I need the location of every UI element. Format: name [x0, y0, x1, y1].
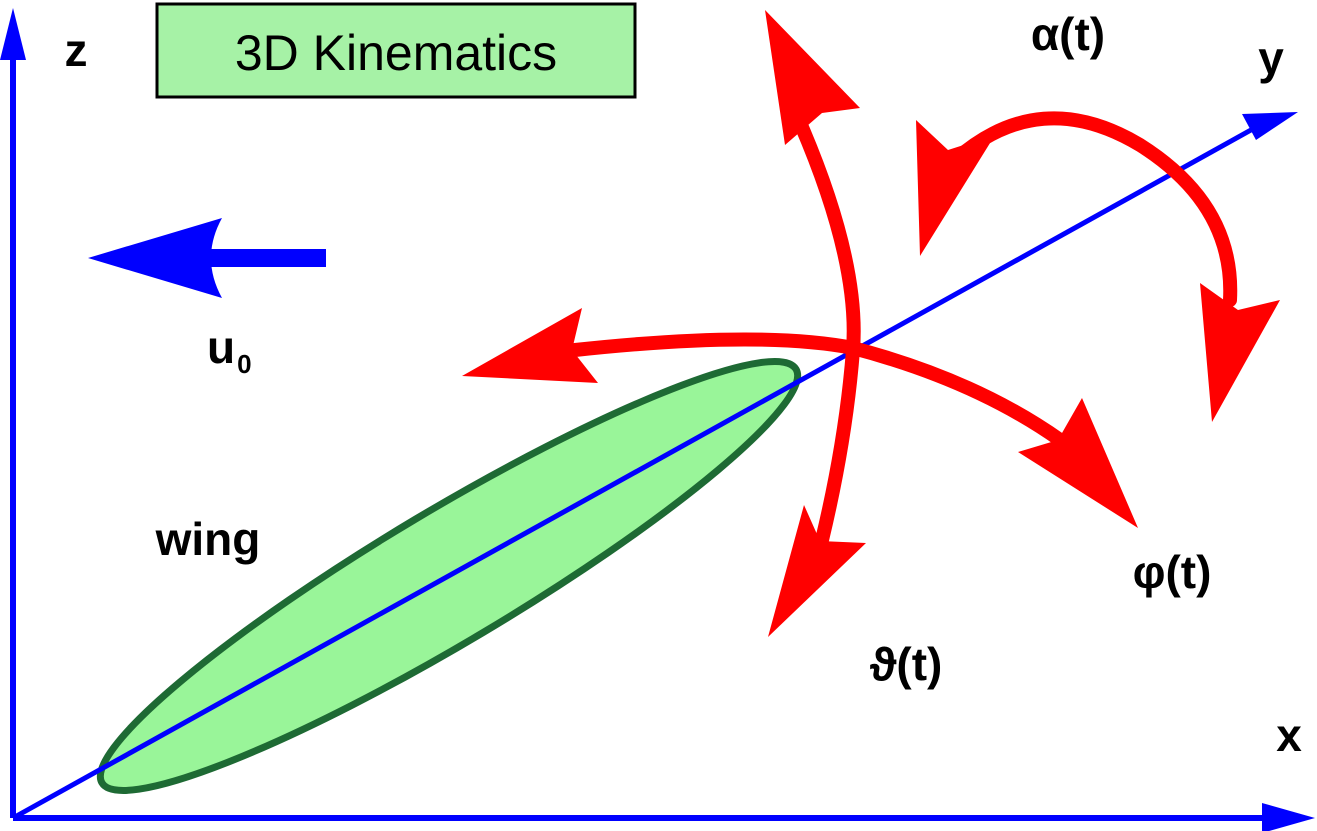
alpha-arc [948, 111, 1238, 307]
alpha-label: α(t) [1031, 8, 1105, 60]
z-axis-arrowhead [0, 8, 26, 60]
freestream-label: u0 [207, 321, 252, 379]
coordinate-axes [0, 8, 1315, 831]
title-box-background [155, 2, 637, 99]
alpha-arrowhead-right [1200, 283, 1280, 422]
freestream-arrowhead [88, 218, 222, 298]
title-box: 3D Kinematics [155, 2, 637, 99]
y-axis-label: y [1258, 32, 1284, 84]
freestream-subscript: 0 [237, 349, 251, 379]
phi-arrowhead-right [1018, 398, 1138, 528]
phi-arrowhead-left [462, 308, 598, 383]
y-axis-arrowhead [1242, 112, 1298, 140]
diagram-title: 3D Kinematics [235, 25, 557, 81]
phi-label: φ(t) [1133, 546, 1212, 598]
alpha-arrowhead-left [916, 120, 995, 256]
z-axis-label: z [65, 24, 88, 76]
freestream-symbol: u [207, 321, 235, 373]
freestream-arrow [88, 218, 326, 298]
x-axis-arrowhead [1262, 803, 1315, 831]
wing-label: wing [155, 513, 261, 565]
y-axis-line [11, 122, 1262, 821]
theta-arrowhead-up [765, 10, 860, 145]
theta-label: ϑ(t) [870, 638, 943, 690]
labels: z y x u0 wing α(t) φ(t) ϑ(t) [65, 8, 1303, 761]
rotation-arrows [462, 10, 1280, 637]
theta-arc [791, 111, 861, 547]
theta-arrowhead-down [768, 505, 866, 637]
phi-arc [568, 332, 1067, 447]
x-axis-label: x [1276, 709, 1302, 761]
wing-ellipse [96, 358, 802, 794]
